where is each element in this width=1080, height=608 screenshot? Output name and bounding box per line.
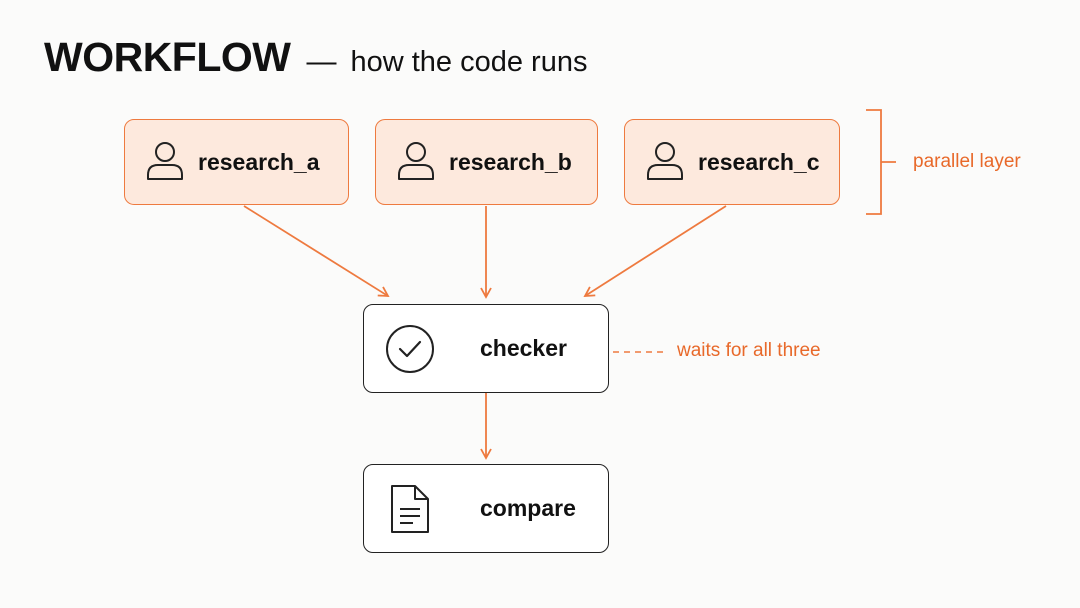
waits-note: waits for all three	[677, 340, 821, 361]
node-research-a-label: research_a	[198, 148, 320, 175]
document-icon	[391, 484, 429, 533]
diagram-title: WORKFLOW — how the code runs	[44, 34, 587, 81]
node-research-a[interactable]: research_a	[124, 119, 349, 205]
title-separator: —	[306, 45, 337, 78]
title-main: WORKFLOW	[44, 34, 291, 80]
title-subtitle: how the code runs	[350, 46, 588, 78]
person-icon	[398, 142, 434, 180]
node-compare[interactable]: compare	[363, 464, 609, 553]
person-icon	[647, 142, 683, 180]
node-research-b-label: research_b	[449, 148, 572, 175]
check-circle-icon	[386, 324, 434, 373]
parallel-layer-note: parallel layer	[913, 151, 1021, 172]
node-checker-label: checker	[480, 335, 567, 361]
arrow-research-a-to-checker	[243, 205, 390, 297]
node-research-c-label: research_c	[698, 148, 820, 175]
node-checker[interactable]: checker	[363, 304, 609, 393]
node-research-c[interactable]: research_c	[624, 119, 840, 205]
person-icon	[147, 142, 183, 180]
arrow-research-c-to-checker	[583, 205, 727, 297]
node-research-b[interactable]: research_b	[375, 119, 598, 205]
parallel-bracket	[866, 109, 896, 215]
node-compare-label: compare	[480, 495, 576, 521]
